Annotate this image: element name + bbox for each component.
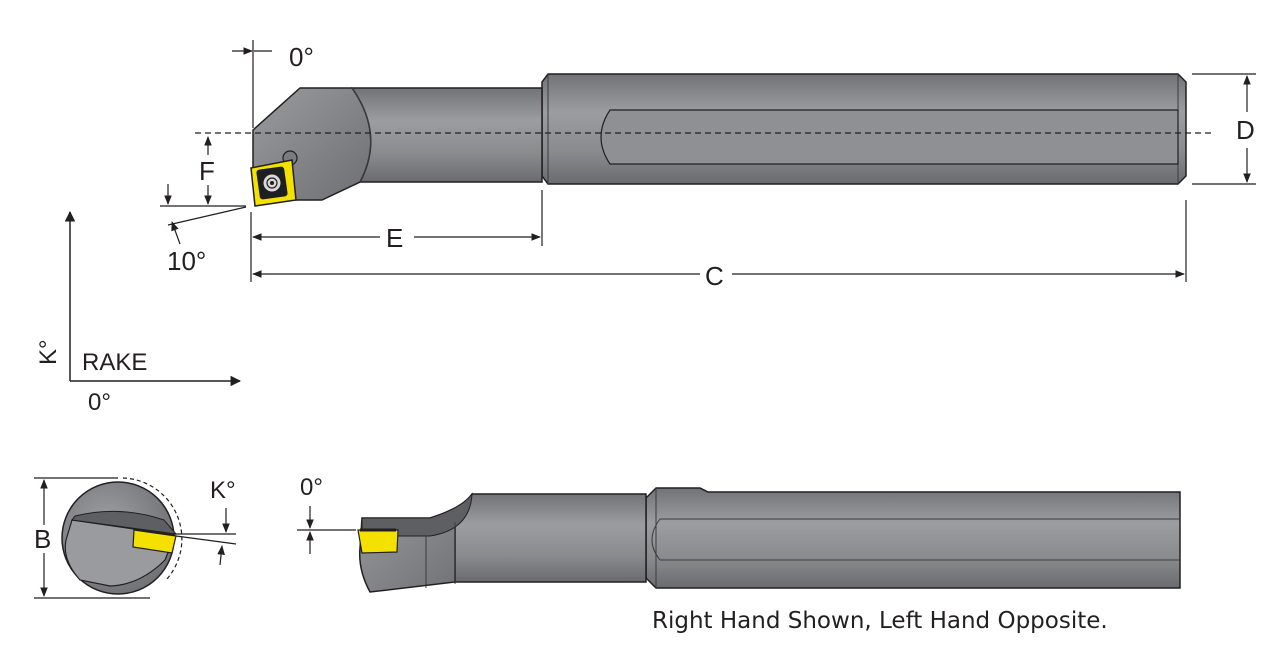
hand-orientation-caption: Right Hand Shown, Left Hand Opposite. <box>652 608 1108 634</box>
top-view: 0° F 10° E C D <box>160 40 1256 291</box>
dim-d-label: D <box>1236 115 1255 145</box>
dim-f-label: F <box>199 156 215 186</box>
shank-flat <box>600 109 1179 165</box>
dim-c-label: C <box>705 261 724 291</box>
dim-b-label: B <box>34 524 51 554</box>
end-view: B K° <box>34 477 237 599</box>
side-insert <box>357 529 399 554</box>
end-k-label: K° <box>210 477 236 504</box>
side-view: 0° <box>297 474 1181 593</box>
axis-k-label: K° <box>35 339 62 365</box>
angle-axes: K° RAKE 0° <box>35 210 242 416</box>
axis-rake-label: RAKE <box>82 349 147 376</box>
bar-neck <box>351 87 543 183</box>
side-neck <box>454 493 647 583</box>
clearance-angle-label: 10° <box>167 246 206 276</box>
dim-e-label: E <box>386 223 403 253</box>
axis-zero-label: 0° <box>88 389 111 416</box>
side-angle-label: 0° <box>300 474 323 501</box>
top-angle-label: 0° <box>289 42 314 72</box>
end-view-insert <box>132 529 177 554</box>
side-shank <box>645 487 1181 589</box>
